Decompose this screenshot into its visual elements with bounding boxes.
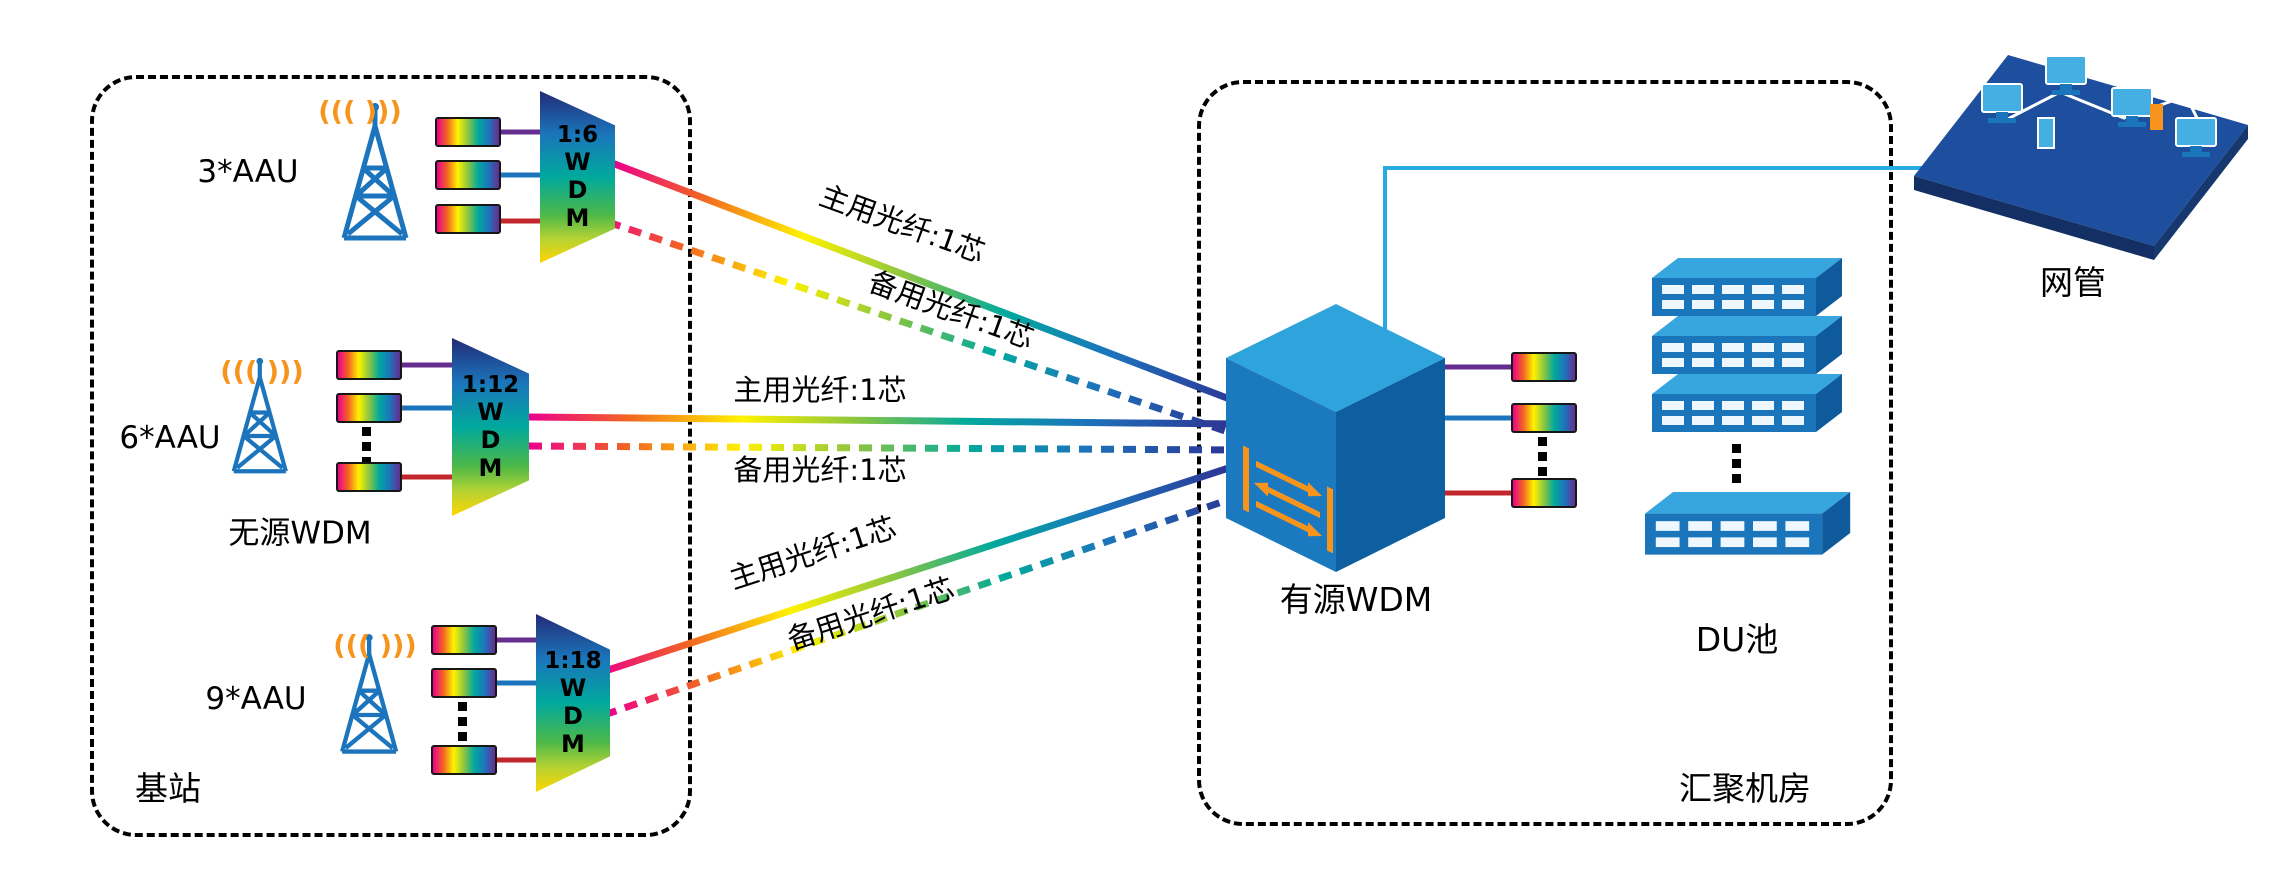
ellipsis-dots	[362, 427, 371, 466]
aau-count-label: 9*AAU	[205, 681, 307, 717]
radio-waves-icon: ((( )))	[333, 630, 417, 662]
radio-waves-icon: ((( )))	[318, 96, 402, 128]
sfp-module	[1511, 352, 1577, 382]
wdm-letter: D	[567, 176, 588, 204]
sfp-module	[1511, 478, 1577, 508]
sfp-module	[336, 462, 402, 492]
primary-fiber-line-3	[606, 461, 1240, 674]
nms-link-line	[1383, 166, 1926, 332]
server-unit-icon	[1652, 374, 1842, 432]
server-unit-icon	[1652, 258, 1842, 316]
aau-count-label: 6*AAU	[119, 420, 221, 456]
backup-fiber-line-3	[602, 491, 1244, 719]
backup-fiber-line-1	[606, 218, 1242, 440]
mux-arrows-icon	[1243, 445, 1333, 554]
backup-fiber-label: 备用光纤:1芯	[733, 453, 907, 487]
wdm-letter: W	[477, 398, 504, 426]
nms-illustration	[1914, 55, 2248, 260]
active-wdm-label: 有源WDM	[1279, 580, 1433, 619]
sfp-module	[435, 160, 501, 190]
wdm-letter: M	[565, 204, 590, 232]
wdm-ratio-label: 1:12	[461, 372, 520, 398]
sfp-module	[435, 204, 501, 234]
ellipsis-dots	[1732, 444, 1741, 483]
wdm-letter: W	[564, 148, 591, 176]
aggregation-room-region-label: 汇聚机房	[1679, 769, 1811, 808]
sfp-module	[336, 393, 402, 423]
ellipsis-dots	[458, 702, 467, 741]
base-station-region-label: 基站	[135, 769, 201, 808]
sfp-module	[336, 350, 402, 380]
wdm-ratio-label: 1:18	[544, 648, 602, 674]
server-unit-icon	[1645, 492, 1851, 555]
ellipsis-dots	[1538, 437, 1547, 476]
wdm-letter: W	[559, 674, 587, 702]
active-wdm-cube	[1226, 304, 1445, 572]
primary-fiber-line-1	[610, 159, 1242, 407]
wdm-letter: M	[561, 730, 585, 758]
server-tower-icon	[2037, 117, 2055, 149]
sfp-module	[431, 745, 497, 775]
sfp-module	[1511, 403, 1577, 433]
du-pool-servers	[1645, 258, 1851, 555]
passive-wdm-prism-3: 1:18 W D M	[536, 614, 610, 792]
sfp-module	[431, 668, 497, 698]
nms-label: 网管	[2040, 263, 2106, 302]
sfp-module	[431, 625, 497, 655]
wdm-letter: D	[563, 702, 583, 730]
server-tower-icon	[2150, 104, 2163, 130]
backup-fiber-line-2	[528, 442, 1239, 454]
passive-wdm-label: 无源WDM	[228, 515, 372, 552]
primary-fiber-label: 主用光纤:1芯	[733, 373, 907, 407]
primary-fiber-line-2	[528, 413, 1239, 428]
aau-count-label: 3*AAU	[197, 154, 299, 190]
wdm-letter: M	[478, 454, 503, 482]
radio-waves-icon: ((( )))	[220, 356, 304, 388]
wdm-letter: D	[480, 426, 501, 454]
base-station-region	[90, 75, 692, 837]
wdm-ratio-label: 1:6	[556, 122, 599, 148]
sfp-module	[435, 117, 501, 147]
server-unit-icon	[1652, 316, 1842, 374]
du-pool-label: DU池	[1695, 620, 1779, 659]
